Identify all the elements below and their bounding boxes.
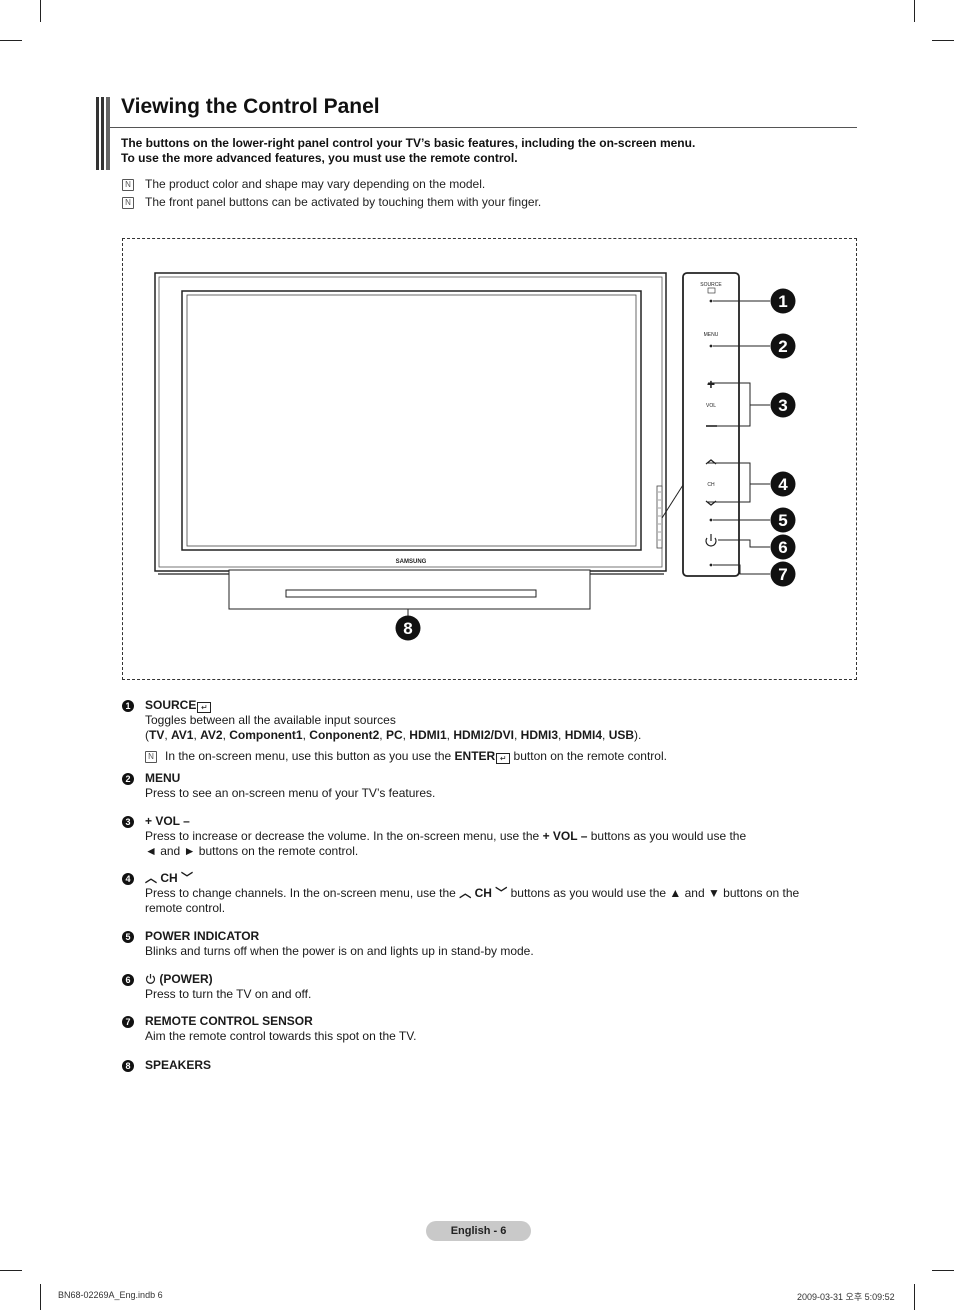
item-title: MENU xyxy=(145,771,181,785)
item-desc: Press to change channels. In the on-scre… xyxy=(145,886,800,900)
crop-mark xyxy=(40,1284,41,1310)
panel-label-ch: CH xyxy=(707,482,715,488)
panel-label-menu: MENU xyxy=(704,332,719,338)
item-desc: Press to increase or decrease the volume… xyxy=(145,829,747,843)
crop-mark xyxy=(0,1270,22,1271)
chevron-down-icon: ﹀ xyxy=(181,871,194,885)
item-title: SPEAKERS xyxy=(145,1058,212,1072)
item-note: N In the on-screen menu, use this button… xyxy=(145,749,825,764)
item-title: REMOTE CONTROL SENSOR xyxy=(145,1014,313,1028)
item-title: POWER INDICATOR xyxy=(145,929,260,943)
item-desc: Press to see an on-screen menu of your T… xyxy=(145,786,436,800)
chevron-down-icon: ﹀ xyxy=(495,886,508,900)
item-number: 2 xyxy=(122,773,134,785)
item-desc: ◄ and ► buttons on the remote control. xyxy=(145,844,359,858)
item-desc: Aim the remote control towards this spot… xyxy=(145,1029,417,1043)
note-icon: N xyxy=(122,179,134,191)
item-title: + VOL – xyxy=(145,814,190,828)
note-text: The front panel buttons can be activated… xyxy=(145,195,542,209)
item-number: 4 xyxy=(122,873,134,885)
callout-3: 3 xyxy=(778,396,787,415)
item-title: SOURCE xyxy=(145,698,197,712)
page-number-badge: English - 6 xyxy=(426,1221,531,1241)
callout-2: 2 xyxy=(778,337,787,356)
source-list: (TV, AV1, AV2, Component1, Conponent2, P… xyxy=(145,728,642,742)
callout-6: 6 xyxy=(778,538,787,557)
item-number: 3 xyxy=(122,816,134,828)
svg-text:+: + xyxy=(707,376,715,392)
title-rule xyxy=(110,127,857,128)
item-desc: Toggles between all the available input … xyxy=(145,713,396,727)
crop-mark xyxy=(914,0,915,22)
note-icon: N xyxy=(122,197,134,209)
page-title: Viewing the Control Panel xyxy=(121,95,380,118)
crop-mark xyxy=(932,1270,954,1271)
note-text: The product color and shape may vary dep… xyxy=(145,177,486,191)
item-number: 1 xyxy=(122,700,134,712)
note-icon: N xyxy=(145,751,157,763)
tv-illustration: SAMSUNG SOURCE MENU + VOL CH xyxy=(154,272,796,641)
item-title: ︿ CH ﹀ xyxy=(145,871,194,885)
callout-7: 7 xyxy=(778,565,787,584)
item-number: 7 xyxy=(122,1016,134,1028)
item-title: (POWER) xyxy=(145,972,825,987)
item-number: 5 xyxy=(122,931,134,943)
speaker-grille xyxy=(285,589,537,598)
print-timestamp: 2009-03-31 오후 5:09:52 xyxy=(797,1292,895,1302)
item-desc: remote control. xyxy=(145,901,226,915)
crop-mark xyxy=(0,40,22,41)
tv-screen xyxy=(181,290,642,551)
intro-text: The buttons on the lower-right panel con… xyxy=(121,136,695,166)
chevron-up-icon: ︿ xyxy=(459,886,472,900)
chevron-up-icon: ︿ xyxy=(145,871,158,885)
title-accent-bars xyxy=(96,97,110,170)
callout-1: 1 xyxy=(778,292,787,311)
intro-line: The buttons on the lower-right panel con… xyxy=(121,136,696,150)
enter-icon: ↵ xyxy=(496,753,511,764)
callout-5: 5 xyxy=(778,511,787,530)
callout-8: 8 xyxy=(403,619,412,638)
enter-icon: ↵ xyxy=(197,702,212,713)
item-desc: Press to turn the TV on and off. xyxy=(145,987,312,1001)
callout-4: 4 xyxy=(778,475,788,494)
item-number: 8 xyxy=(122,1060,134,1072)
control-panel xyxy=(682,272,740,577)
item-desc: Blinks and turns off when the power is o… xyxy=(145,944,534,958)
file-slug: BN68-02269A_Eng.indb 6 xyxy=(58,1290,163,1300)
crop-mark xyxy=(914,1284,915,1310)
intro-line: To use the more advanced features, you m… xyxy=(121,151,518,165)
panel-label-vol: VOL xyxy=(706,403,716,409)
panel-label-source: SOURCE xyxy=(700,282,722,288)
crop-mark xyxy=(40,0,41,22)
brand-logo: SAMSUNG xyxy=(396,559,427,565)
crop-mark xyxy=(932,40,954,41)
power-icon xyxy=(145,974,156,984)
figure-frame xyxy=(122,238,857,680)
item-number: 6 xyxy=(122,974,134,986)
